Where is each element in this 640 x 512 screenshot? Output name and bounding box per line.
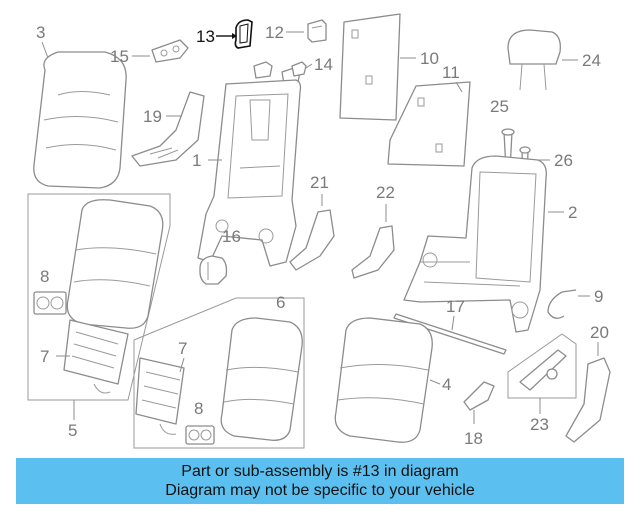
callout-20[interactable]: 20 [590, 323, 609, 342]
callout-7-mid[interactable]: 7 [178, 339, 187, 358]
part-5-seat-back-cushion[interactable] [66, 199, 164, 329]
callout-3[interactable]: 3 [36, 23, 45, 42]
callout-8-left[interactable]: 8 [40, 267, 49, 286]
part-1-seat-back-frame[interactable] [197, 79, 302, 267]
part-6-seat-cushion[interactable] [220, 317, 303, 441]
callout-16[interactable]: 16 [222, 227, 241, 246]
group-frame-6 [133, 297, 305, 449]
leader-11 [455, 81, 463, 93]
part-23-bracket[interactable] [519, 349, 567, 391]
part-10-back-panel[interactable] [339, 13, 401, 121]
leader-14 [305, 63, 313, 69]
callout-7-left[interactable]: 7 [40, 347, 49, 366]
callout-15[interactable]: 15 [110, 47, 129, 66]
caption-line-1: Part or sub-assembly is #13 in diagram [181, 463, 459, 480]
callout-17[interactable]: 17 [446, 297, 465, 316]
leader-17 [451, 315, 455, 331]
callout-10[interactable]: 10 [420, 49, 439, 68]
part-22-side-cover[interactable] [351, 225, 395, 279]
arrow-13-icon [232, 33, 237, 39]
callout-13[interactable]: 13 [196, 27, 215, 46]
part-4-seat-cushion[interactable] [334, 317, 433, 443]
part-21-side-cover[interactable] [289, 209, 335, 271]
part-15-bracket[interactable] [151, 39, 189, 63]
callout-24[interactable]: 24 [582, 51, 601, 70]
part-17-rod[interactable] [393, 313, 507, 355]
part-24-headrest[interactable] [507, 29, 561, 91]
callout-25[interactable]: 25 [490, 97, 509, 116]
callout-26[interactable]: 26 [554, 151, 573, 170]
leader-7-mid [179, 357, 185, 373]
part-20-side-shield[interactable] [565, 357, 611, 443]
part-13-clip[interactable] [234, 19, 253, 49]
part-18-cover[interactable] [463, 381, 495, 411]
callout-22[interactable]: 22 [376, 183, 395, 202]
leader-3 [41, 41, 49, 59]
callout-18[interactable]: 18 [464, 429, 483, 448]
callout-2[interactable]: 2 [568, 203, 577, 222]
leader-4 [429, 379, 441, 385]
callout-21[interactable]: 21 [310, 173, 329, 192]
callout-11[interactable]: 11 [442, 63, 460, 82]
parts-diagram: 3 15 13 12 14 19 [27, 13, 611, 449]
part-12-block[interactable] [307, 19, 327, 43]
part-8-buttons-mid[interactable] [185, 425, 215, 445]
part-7-lumbar-left[interactable] [63, 319, 129, 394]
caption-banner: Part or sub-assembly is #13 in diagram D… [16, 458, 624, 504]
part-3-seat-back-cushion[interactable] [33, 51, 127, 189]
callout-6[interactable]: 6 [276, 293, 285, 312]
callout-9[interactable]: 9 [594, 287, 603, 306]
callout-23[interactable]: 23 [530, 415, 549, 434]
callout-14[interactable]: 14 [314, 55, 333, 74]
part-9-wire[interactable] [547, 289, 577, 319]
part-11-back-panel[interactable] [387, 81, 471, 167]
callout-19[interactable]: 19 [143, 107, 162, 126]
part-7-lumbar-mid[interactable] [135, 357, 185, 435]
callout-8-mid[interactable]: 8 [194, 399, 203, 418]
callout-4[interactable]: 4 [442, 375, 451, 394]
group-frame-23 [507, 333, 577, 399]
part-16-knob[interactable] [199, 255, 228, 285]
caption-line-2: Diagram may not be specific to your vehi… [165, 482, 475, 499]
callout-12[interactable]: 12 [265, 23, 284, 42]
part-8-buttons-left[interactable] [33, 291, 67, 315]
part-19-side-trim[interactable] [131, 91, 205, 167]
callout-5[interactable]: 5 [68, 421, 77, 440]
part-2-seat-frame[interactable] [403, 155, 547, 333]
callout-1[interactable]: 1 [192, 151, 201, 170]
